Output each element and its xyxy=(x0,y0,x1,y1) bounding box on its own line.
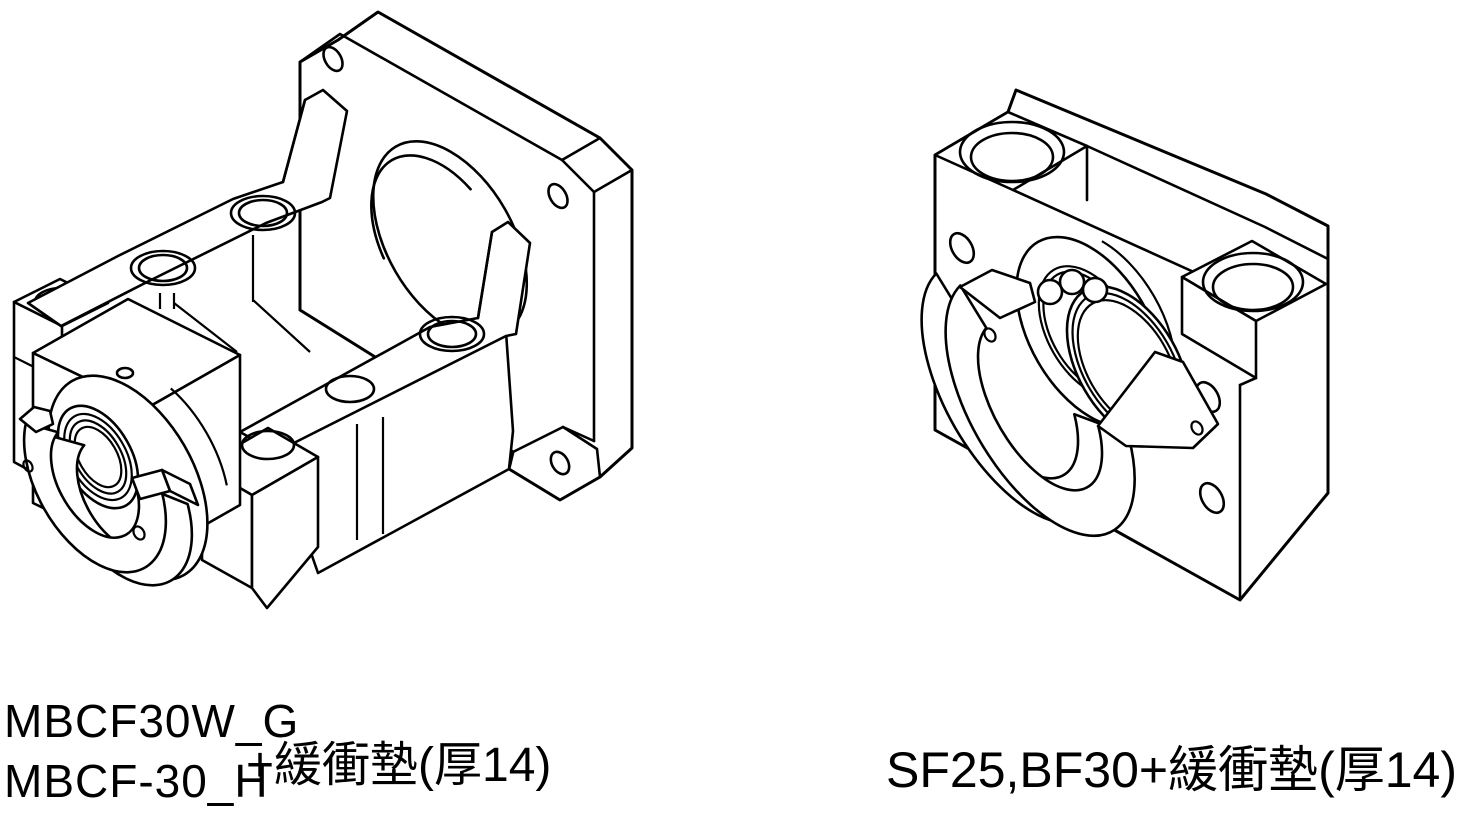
cushion-pad-clamp xyxy=(920,268,1220,538)
bearing-ball xyxy=(1081,276,1109,304)
slot-boss xyxy=(129,249,197,287)
mounting-slot xyxy=(137,253,189,283)
left-part-drawing xyxy=(12,10,634,610)
face-hole xyxy=(948,231,976,265)
flange-bore-lip xyxy=(370,154,472,260)
clamp-screw-hole xyxy=(983,327,997,343)
bearing-assembly xyxy=(1015,235,1191,445)
clamp-prong-cap xyxy=(958,268,1037,320)
through-hole xyxy=(969,131,1055,183)
bearing-ball xyxy=(1036,278,1064,306)
slot-boss xyxy=(229,194,297,232)
clamp-prong-cap xyxy=(130,468,172,501)
right-ear-boss xyxy=(1180,239,1328,380)
left-ear-boss xyxy=(933,110,1089,192)
right-part-drawing xyxy=(920,88,1330,602)
left-caption-model-1: MBCF30W_G xyxy=(4,695,300,747)
clamp-screw-hole xyxy=(1190,420,1204,436)
cushion-pad-clamp xyxy=(18,405,200,587)
face-hole xyxy=(1198,481,1226,515)
clamp-prong-cap xyxy=(1096,350,1220,450)
through-hole xyxy=(1211,262,1295,312)
web-detail-lines xyxy=(158,235,311,353)
far-side-arm xyxy=(26,88,349,328)
mounting-slot xyxy=(426,319,478,349)
left-caption-model-2: MBCF-30_H xyxy=(4,755,269,807)
clamp-prong-cap xyxy=(18,405,55,434)
right-caption: SF25,BF30+緩衝墊(厚14) xyxy=(886,742,1458,798)
mounting-slot xyxy=(324,374,376,404)
left-caption-suffix: +緩衝墊(厚14) xyxy=(246,739,552,792)
flange-hole xyxy=(322,45,344,73)
near-side-arm xyxy=(238,220,532,454)
mounting-slot xyxy=(237,198,289,228)
bearing-ball xyxy=(1058,268,1086,296)
flange-hole xyxy=(547,182,569,210)
clamp-screw-hole xyxy=(132,525,146,541)
mounting-slot xyxy=(240,429,296,461)
slot-boss xyxy=(418,315,486,353)
clamp-screw-hole xyxy=(22,459,34,473)
pin-hole xyxy=(115,366,135,380)
flange-hole xyxy=(549,450,571,476)
